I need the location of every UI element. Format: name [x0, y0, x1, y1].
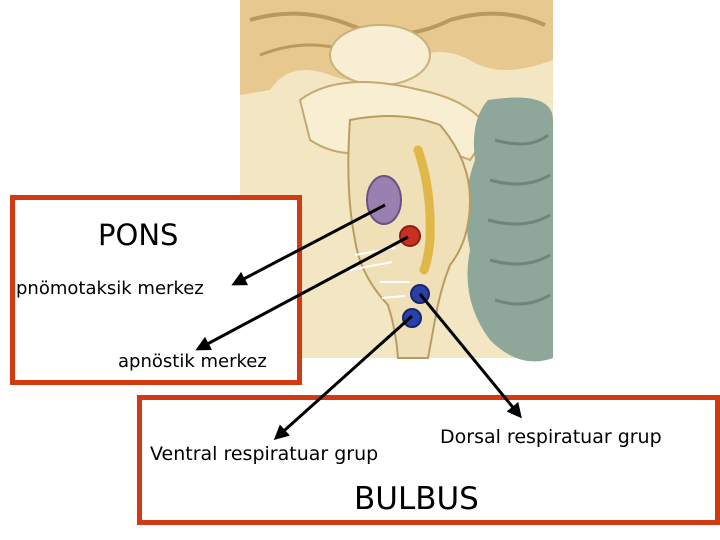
apneustic-center-marker [399, 225, 421, 247]
dorsal-respiratory-group-label: Dorsal respiratuar grup [440, 426, 662, 448]
bulbus-box [137, 395, 720, 525]
apneustic-arrow [195, 235, 409, 351]
cerebellum-folia [487, 133, 551, 306]
cerebellum [466, 97, 553, 362]
pneumotaxic-center-marker [366, 175, 402, 225]
pons-title: PONS [98, 218, 179, 252]
nerve-fibers [349, 247, 410, 299]
brainstem-tract [413, 145, 435, 275]
pons-box [10, 195, 302, 385]
pneumotaxic-arrow [231, 203, 386, 286]
dorsal-group-arrow [418, 293, 522, 419]
ventral-respiratory-group-label: Ventral respiratuar grup [150, 443, 379, 465]
bulbus-title: BULBUS [354, 481, 479, 517]
ventral-group-arrow [273, 314, 414, 441]
apneustic-center-label: apnöstik merkez [118, 351, 267, 372]
pneumotaxic-center-label: pnömotaksik merkez [16, 278, 204, 299]
